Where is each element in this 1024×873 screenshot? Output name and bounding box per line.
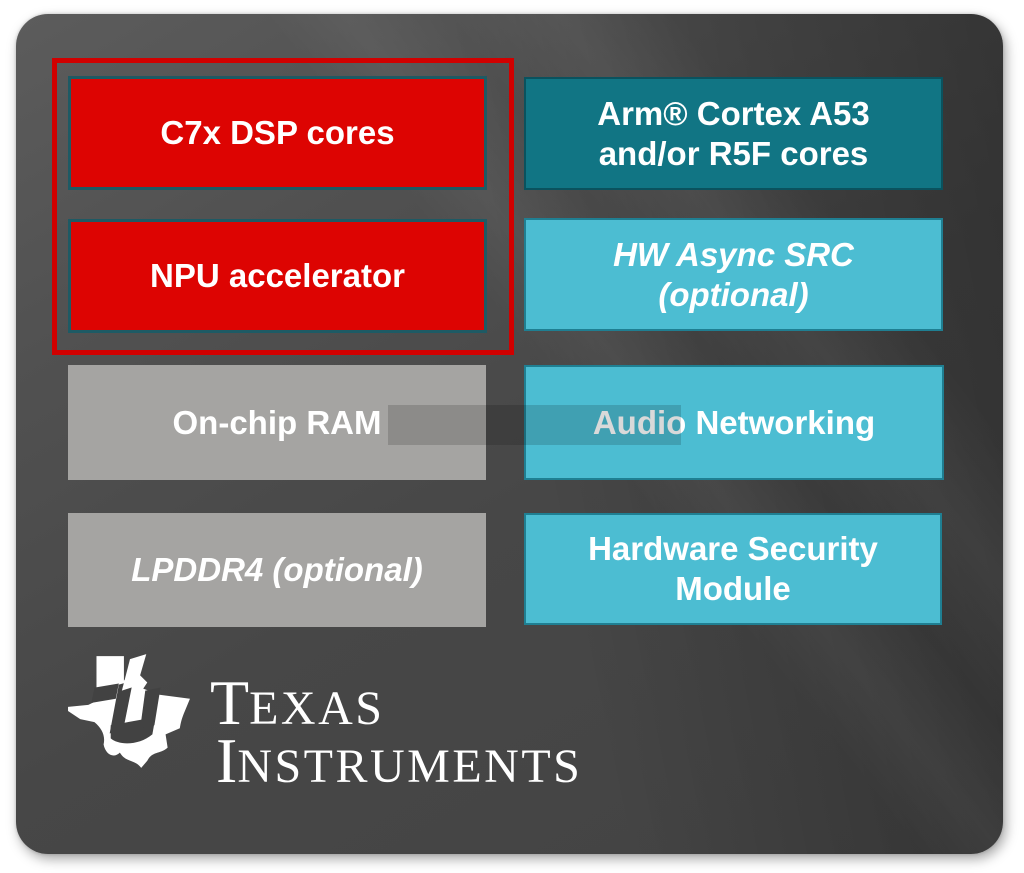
block-label-line1: Hardware Security <box>588 530 878 567</box>
block-label-line1: Arm® Cortex A53 <box>597 94 870 132</box>
wordmark-instruments-initial: I <box>216 725 238 796</box>
ti-logo: TEXAS INSTRUMENTS <box>66 652 666 812</box>
block-label: C7x DSP cores <box>160 114 395 151</box>
ti-wordmark: TEXAS INSTRUMENTS <box>210 671 583 794</box>
highlight-outline <box>52 58 514 355</box>
wordmark-texas-rest: EXAS <box>249 682 385 735</box>
wordmark-instruments: INSTRUMENTS <box>216 729 583 794</box>
block-audio-networking: Audio Networking <box>524 365 944 480</box>
block-label-line2: and/or R5F cores <box>598 134 869 172</box>
block-npu-accelerator: NPU accelerator <box>68 219 487 333</box>
block-hardware-security-module: Hardware Security Module <box>524 513 942 625</box>
block-c7x-dsp-cores: C7x DSP cores <box>68 76 487 190</box>
block-label: On-chip RAM <box>172 403 382 441</box>
wordmark-instruments-rest: NSTRUMENTS <box>237 740 583 793</box>
block-label: Audio Networking <box>592 403 876 441</box>
block-label: NPU accelerator <box>150 257 405 294</box>
wordmark-texas-initial: T <box>210 667 250 738</box>
block-label-line2: Module <box>675 570 791 607</box>
block-lpddr4: LPDDR4 (optional) <box>68 513 486 627</box>
block-label: LPDDR4 (optional) <box>131 551 423 588</box>
soc-chip-diagram: C7x DSP cores NPU accelerator Arm® Corte… <box>16 14 1003 854</box>
block-label-line2: (optional) <box>658 275 809 313</box>
block-onchip-ram: On-chip RAM <box>68 365 486 480</box>
block-arm-cortex-cores: Arm® Cortex A53 and/or R5F cores <box>524 77 943 190</box>
texas-state-icon <box>68 654 190 768</box>
dim-overlay-band <box>388 405 681 445</box>
block-hw-async-src: HW Async SRC (optional) <box>524 218 943 331</box>
wordmark-texas: TEXAS <box>210 671 582 736</box>
block-label-line1: HW Async SRC <box>613 235 854 273</box>
